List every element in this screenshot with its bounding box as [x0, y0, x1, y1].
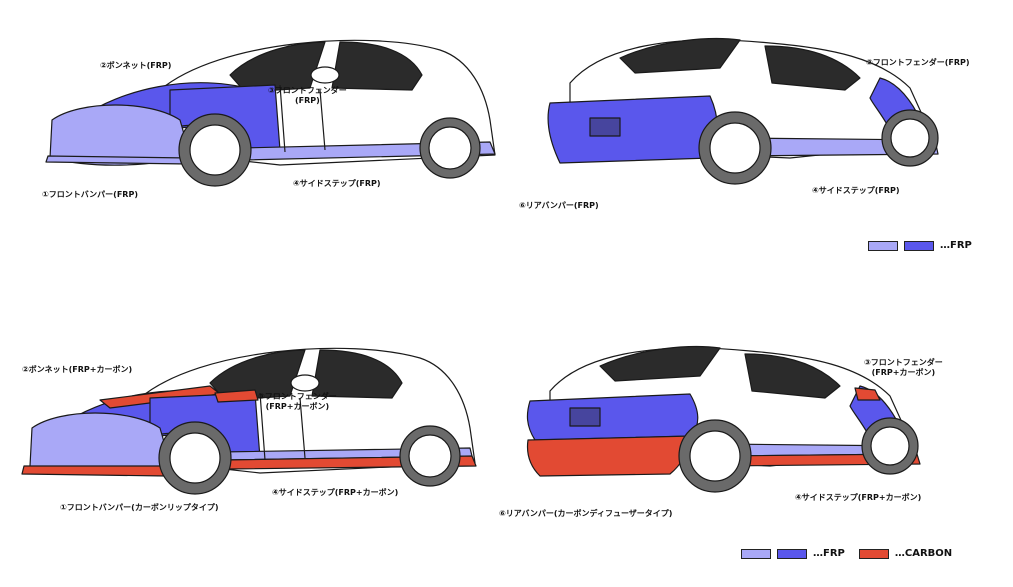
rear-bumper-part	[526, 393, 699, 441]
plate-recess	[569, 407, 601, 427]
legend-carbon-label: …CARBON	[894, 548, 953, 559]
car-rear-view-carbon	[526, 345, 921, 493]
legend-swatch-frp-light	[868, 240, 898, 251]
rear-diffuser-carbon-part	[526, 435, 693, 477]
rear-rim	[709, 122, 761, 174]
car-rear-window	[619, 37, 741, 74]
front-rim	[189, 124, 241, 176]
label-front-fender: ③フロントフェンダー (FRP+カーボン)	[258, 392, 337, 411]
legend-frp-label: …FRP	[940, 240, 972, 251]
label-bonnet: ②ボンネット(FRP)	[100, 61, 172, 70]
fender-carbon-part	[854, 387, 881, 401]
rear-rim	[689, 430, 741, 482]
car-front-view-frp	[45, 39, 496, 187]
label-side-step: ④サイドステップ(FRP)	[293, 179, 381, 188]
label-front-fender: ③フロントフェンダー(FRP)	[866, 58, 970, 67]
front-bumper-part	[29, 412, 171, 474]
plate-recess	[589, 117, 621, 137]
label-side-step: ④サイドステップ(FRP+カーボン)	[795, 493, 922, 502]
car-window-side	[331, 41, 423, 91]
legend-swatch-frp-light	[741, 548, 771, 559]
label-side-step: ④サイドステップ(FRP)	[812, 186, 900, 195]
mirror	[310, 66, 340, 84]
car-window-front	[229, 41, 326, 93]
label-side-step: ④サイドステップ(FRP+カーボン)	[272, 488, 399, 497]
label-front-bumper: ①フロントバンパー(FRP)	[42, 190, 138, 199]
front-lip-part	[45, 155, 191, 165]
mirror	[290, 374, 320, 392]
front-rim	[890, 118, 930, 158]
rear-rim	[428, 126, 472, 170]
rear-rim	[408, 434, 452, 478]
car-rear-window	[599, 345, 721, 382]
car-rear-view-frp	[547, 37, 939, 185]
legend-swatch-frp-dark	[777, 548, 807, 559]
label-rear-bumper: ⑥リアバンパー(FRP)	[519, 201, 599, 210]
fender-carbon-part	[214, 389, 259, 403]
car-window-side	[311, 349, 403, 399]
car-side-window	[764, 45, 861, 91]
label-front-fender: ③フロントフェンダー (FRP+カーボン)	[864, 358, 943, 377]
legend-frp-label: …FRP	[813, 548, 845, 559]
legend-swatch-frp-dark	[904, 240, 934, 251]
car-window-front	[209, 349, 306, 401]
label-bonnet: ②ボンネット(FRP+カーボン)	[22, 365, 133, 374]
front-rim	[870, 426, 910, 466]
label-rear-bumper: ⑥リアバンパー(カーボンディフューザータイプ)	[499, 509, 673, 518]
front-rim	[169, 432, 221, 484]
label-front-bumper: ①フロントバンパー(カーボンリップタイプ)	[60, 503, 219, 512]
legend-swatch-carbon	[858, 548, 889, 559]
legend-frp-carbon: …FRP …CARBON	[741, 548, 952, 559]
legend-frp: …FRP	[868, 240, 972, 251]
car-side-window	[744, 353, 841, 399]
front-lip-carbon-part	[21, 465, 171, 477]
label-front-fender: ③フロントフェンダー (FRP)	[268, 86, 347, 105]
rear-bumper-part	[547, 95, 719, 164]
car-front-view-carbon	[21, 347, 477, 495]
